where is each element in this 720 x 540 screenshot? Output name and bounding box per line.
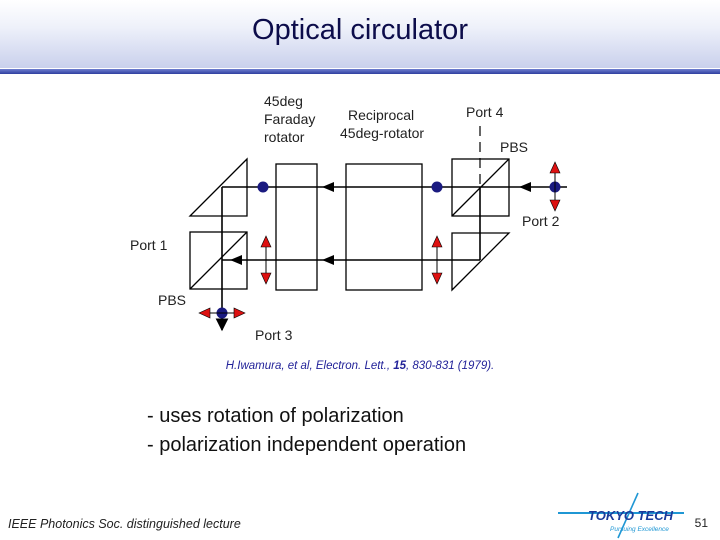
- citation: H.Iwamura, et al, Electron. Lett., 15, 8…: [0, 360, 720, 372]
- page-number: 51: [694, 516, 708, 530]
- port4-label: Port 4: [466, 104, 504, 120]
- red-horizontal-arrow: [198, 307, 246, 319]
- pbs-left-label: PBS: [158, 292, 186, 308]
- logo-text: TOKYO TECH: [588, 508, 674, 523]
- reciprocal-label-line-2: 45deg-rotator: [340, 125, 424, 141]
- polarization-dot-2: [431, 181, 443, 193]
- top-beam-arrow-1: [519, 182, 531, 192]
- slide-title: Optical circulator: [252, 14, 468, 46]
- bullet-item: - uses rotation of polarization: [147, 405, 404, 427]
- tokyo-tech-logo: TOKYO TECH Pursuing Excellence: [558, 492, 684, 539]
- left-pbs-diagonal: [189, 231, 248, 290]
- faraday-rotator-box: [275, 163, 318, 291]
- citation-suffix: , 830-831 (1979).: [406, 360, 495, 372]
- port3-label: Port 3: [255, 327, 293, 343]
- bottom-beam-arrow-2: [230, 255, 242, 265]
- faraday-label-line-2: Faraday: [264, 111, 315, 127]
- citation-prefix: H.Iwamura, et al, Electron. Lett.,: [225, 360, 394, 372]
- citation-volume: 15: [393, 360, 407, 372]
- port1-label: Port 1: [130, 237, 168, 253]
- circulator-diagram: 45deg Faraday rotator Reciprocal 45deg-r…: [130, 93, 567, 343]
- port2-label: Port 2: [522, 213, 560, 229]
- faraday-label-line-1: 45deg: [264, 93, 303, 109]
- top-beam-arrow-2: [322, 182, 334, 192]
- footer-text: IEEE Photonics Soc. distinguished lectur…: [8, 517, 241, 531]
- polarization-dot-1: [257, 181, 269, 193]
- bullet-list: - uses rotation of polarization - polari…: [147, 402, 466, 460]
- reciprocal-rotator-box: [345, 163, 423, 291]
- bullet-item: - polarization independent operation: [147, 434, 467, 456]
- pbs-right-label: PBS: [500, 139, 528, 155]
- faraday-label-line-3: rotator: [264, 129, 305, 145]
- red-vertical-arrow-3: [549, 161, 561, 212]
- red-vertical-arrow-2: [431, 235, 443, 285]
- title-underline: [0, 69, 720, 74]
- red-vertical-arrow-1: [260, 235, 272, 285]
- bottom-beam-arrow-1: [322, 255, 334, 265]
- title-bar: [0, 0, 720, 68]
- logo-tagline: Pursuing Excellence: [610, 526, 669, 533]
- reciprocal-label-line-1: Reciprocal: [348, 107, 414, 123]
